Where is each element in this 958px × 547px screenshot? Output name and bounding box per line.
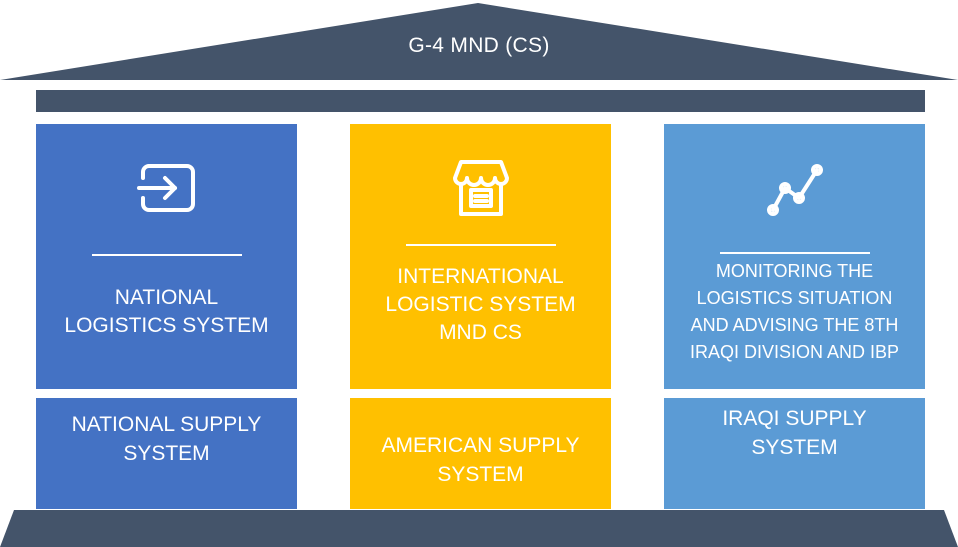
sub-line: SYSTEM [123, 442, 210, 465]
column-divider [719, 252, 870, 254]
column-divider [91, 254, 242, 256]
american-supply-panel: AMERICAN SUPPLY SYSTEM [350, 398, 611, 509]
title-line: INTERNATIONAL [397, 265, 564, 288]
roof-title: G-4 MND (CS) [408, 34, 550, 57]
title-line: MONITORING THE [715, 261, 874, 281]
line-chart-icon [763, 158, 827, 218]
sub-line: IRAQI SUPPLY [722, 407, 867, 430]
title-line: IRAQI DIVISION AND IBP [689, 342, 900, 362]
foundation [0, 510, 958, 547]
sub-line: NATIONAL SUPPLY [71, 413, 262, 436]
shop-icon [452, 158, 509, 218]
international-logistics-title: INTERNATIONAL LOGISTIC SYSTEM MND CS [385, 263, 575, 347]
national-logistics-panel: NATIONAL LOGISTICS SYSTEM [36, 124, 297, 389]
iraqi-supply-panel: IRAQI SUPPLY SYSTEM [664, 398, 925, 509]
title-line: LOGISTIC SYSTEM [385, 293, 576, 316]
sub-line: AMERICAN SUPPLY [381, 434, 580, 457]
national-supply-panel: NATIONAL SUPPLY SYSTEM [36, 398, 297, 509]
monitoring-panel: MONITORING THE LOGISTICS SITUATION AND A… [664, 124, 925, 389]
title-line: LOGISTICS SITUATION [696, 288, 893, 308]
monitoring-title: MONITORING THE LOGISTICS SITUATION AND A… [690, 258, 899, 366]
title-line: NATIONAL [114, 286, 219, 309]
title-line: MND CS [439, 321, 522, 344]
title-line: AND ADVISING THE 8TH [690, 315, 899, 335]
roof-beam [36, 90, 925, 112]
log-in-icon [135, 158, 199, 218]
title-line: LOGISTICS SYSTEM [64, 314, 269, 337]
sub-line: SYSTEM [751, 436, 838, 459]
roof [0, 3, 958, 80]
sub-line: SYSTEM [437, 463, 524, 486]
international-logistics-panel: INTERNATIONAL LOGISTIC SYSTEM MND CS [350, 124, 611, 389]
national-logistics-title: NATIONAL LOGISTICS SYSTEM [64, 284, 268, 340]
column-divider [405, 244, 556, 246]
